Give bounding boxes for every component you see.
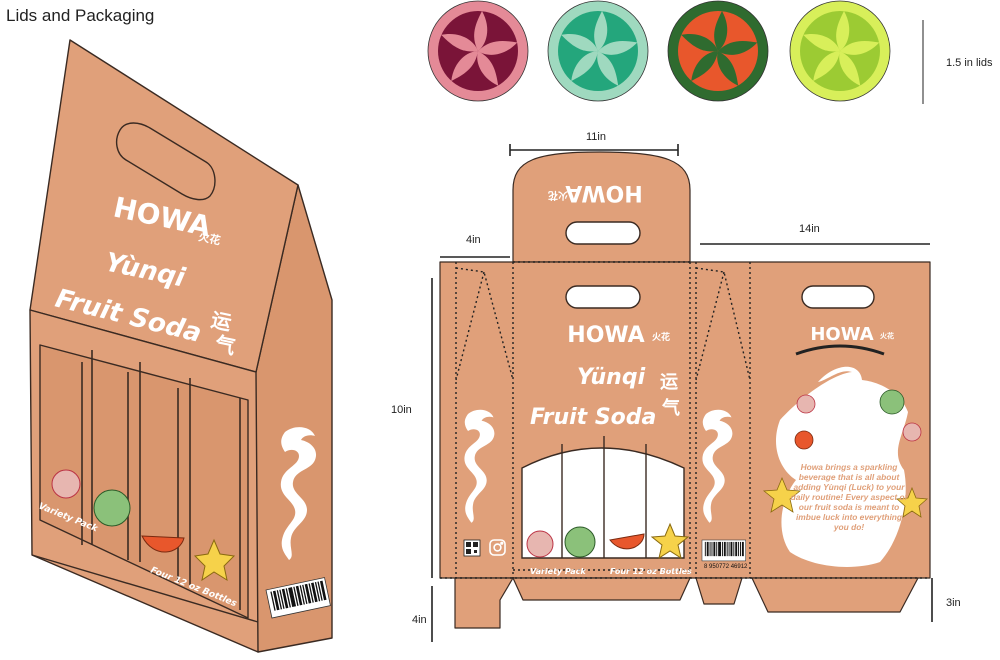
- dim-bottom-flap: 4in: [412, 614, 427, 626]
- page-title: Lids and Packaging: [6, 6, 155, 25]
- dim-flap-width: 4in: [466, 234, 481, 246]
- dieline-top-brand-cn: 火花: [548, 189, 568, 202]
- dieline-top-brand: HOWA: [565, 180, 642, 205]
- dieline-barcode: [701, 539, 747, 562]
- box-3d-fruits: [51, 469, 236, 582]
- dim-top-width: 11in: [586, 131, 606, 143]
- box-3d: [29, 39, 333, 653]
- dim-height: 10in: [391, 404, 412, 416]
- dieline-big-dragon: [762, 344, 928, 567]
- dieline-cn-2: 气: [661, 397, 680, 419]
- dieline-line: Yünqi: [577, 365, 646, 390]
- lid-4: [789, 0, 891, 102]
- dieline-fruits: [526, 522, 690, 560]
- fold-lines: [440, 261, 930, 579]
- dieline-product: Fruit Soda: [530, 405, 656, 430]
- qr-icon: [463, 539, 481, 557]
- story-text-box: Howa brings a sparkling beverage that is…: [790, 462, 908, 532]
- handle-holes: [565, 221, 875, 309]
- dieline-barcode-digits: 8 950772 46912: [704, 564, 748, 570]
- lid-3: [667, 0, 769, 102]
- lid-2: [547, 0, 649, 102]
- dieline-side-brand-cn: 火花: [880, 331, 894, 340]
- dieline-variety: Variety Pack: [530, 567, 586, 576]
- dieline-brand: HOWA: [567, 323, 644, 348]
- box-3d-brand-cn: 火花: [197, 229, 221, 247]
- dim-panel-width: 14in: [799, 223, 820, 235]
- story-text: Howa brings a sparkling beverage that is…: [790, 462, 908, 532]
- dieline-bottles: Four 12 oz Bottles: [610, 567, 692, 576]
- barcode-digits: 8 950772 46912: [704, 564, 748, 570]
- box-3d-cn-1: 运: [209, 307, 234, 335]
- lid-1: [427, 0, 529, 102]
- dieline-side-brand: HOWA: [810, 324, 873, 345]
- dim-side-bottom: 3in: [946, 597, 961, 609]
- dimension-lines: [431, 144, 933, 642]
- dim-lid: 1.5 in lids: [946, 57, 993, 69]
- dieline-cn-1: 运: [660, 372, 678, 393]
- dieline-window: [521, 436, 685, 559]
- dieline-brand-cn: 火花: [652, 331, 670, 343]
- instagram-icon: [489, 539, 506, 556]
- box-3d-cn-2: 气: [212, 331, 238, 359]
